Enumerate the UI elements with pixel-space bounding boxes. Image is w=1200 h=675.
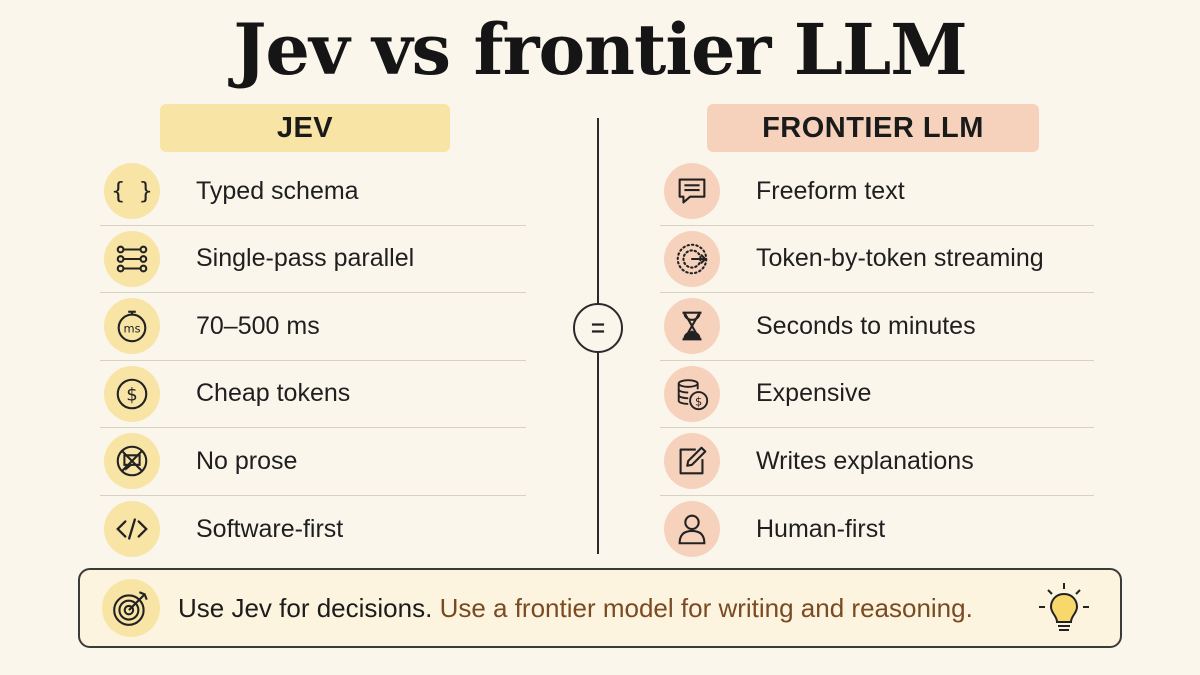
code-tag-icon	[104, 501, 160, 558]
summary-banner: Use Jev for decisions. Use a frontier mo…	[78, 568, 1122, 648]
row-label: Seconds to minutes	[756, 311, 976, 340]
streaming-dots-icon	[664, 230, 720, 287]
hourglass-icon	[664, 298, 720, 355]
target-arrow-icon	[102, 579, 160, 637]
list-item: Seconds to minutes	[660, 293, 1094, 361]
row-label: Writes explanations	[756, 446, 974, 475]
row-label: No prose	[196, 446, 298, 475]
frontier-feature-list: Freeform text Token-by-token streaming S…	[660, 158, 1094, 563]
row-label: 70–500 ms	[196, 311, 320, 340]
svg-text:$: $	[126, 384, 137, 405]
parallel-lanes-icon	[104, 230, 160, 287]
list-item: $ Cheap tokens	[100, 361, 526, 428]
list-item: No prose	[100, 428, 526, 496]
lightbulb-icon	[1036, 580, 1092, 638]
jev-feature-list: { } Typed schema Single-pass parallel ms…	[100, 158, 526, 563]
dollar-coin-icon: $	[104, 365, 160, 422]
frontier-column-header: FRONTIER LLM	[707, 104, 1039, 152]
row-label: Token-by-token streaming	[756, 244, 1044, 273]
svg-text:{ }: { }	[113, 179, 151, 205]
svg-text:ms: ms	[123, 322, 140, 336]
row-label: Freeform text	[756, 176, 905, 205]
row-label: Cheap tokens	[196, 379, 351, 408]
summary-jev-text: Use Jev for decisions.	[178, 592, 433, 623]
list-item: Human-first	[660, 496, 1094, 564]
svg-text:$: $	[695, 394, 702, 408]
curly-braces-icon: { }	[104, 163, 160, 220]
equals-icon	[573, 303, 623, 353]
list-item: Software-first	[100, 496, 526, 564]
jev-column-header: JEV	[160, 104, 450, 152]
coin-stack-icon: $	[664, 365, 720, 422]
list-item: Writes explanations	[660, 428, 1094, 496]
list-item: Freeform text	[660, 158, 1094, 226]
no-speech-icon	[104, 433, 160, 490]
list-item: { } Typed schema	[100, 158, 526, 226]
list-item: $ Expensive	[660, 361, 1094, 428]
row-label: Human-first	[756, 514, 886, 543]
row-label: Single-pass parallel	[196, 244, 415, 273]
pen-edit-icon	[664, 433, 720, 490]
stopwatch-ms-icon: ms	[104, 298, 160, 355]
page-title: Jev vs frontier LLM	[233, 8, 967, 91]
person-icon	[664, 501, 720, 558]
row-label: Software-first	[196, 514, 344, 543]
row-label: Typed schema	[196, 176, 359, 205]
speech-bubble-icon	[664, 163, 720, 220]
list-item: Token-by-token streaming	[660, 226, 1094, 293]
summary-text: Use Jev for decisions. Use a frontier mo…	[178, 593, 973, 624]
list-item: Single-pass parallel	[100, 226, 526, 293]
list-item: ms 70–500 ms	[100, 293, 526, 361]
summary-frontier-text: Use a frontier model for writing and rea…	[439, 592, 973, 623]
row-label: Expensive	[756, 379, 872, 408]
